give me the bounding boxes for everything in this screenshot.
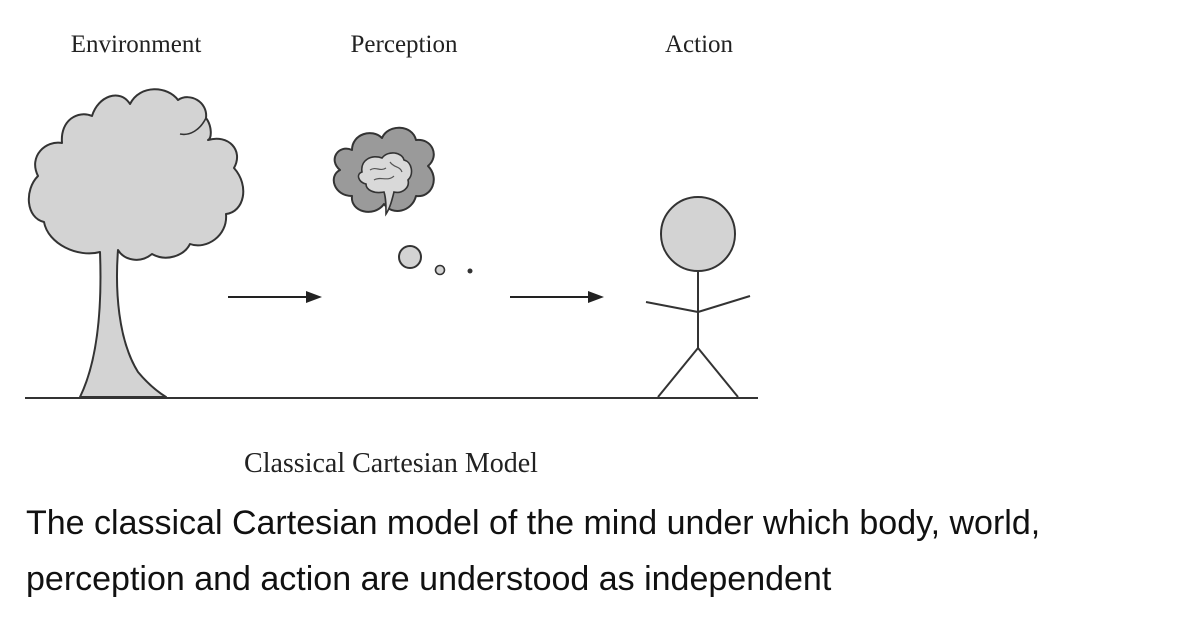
arrow-right-icon <box>510 291 604 303</box>
figure-left-leg <box>657 347 699 398</box>
diagram-canvas: Environment Perception Action <box>25 31 758 479</box>
diagram-title: Classical Cartesian Model <box>244 448 538 479</box>
thought-dot-medium <box>434 264 446 276</box>
tree-shape <box>27 88 245 398</box>
stick-figure-icon <box>645 196 751 398</box>
label-perception: Perception <box>351 31 458 58</box>
thought-dot-large <box>398 245 422 269</box>
figure-left-arm <box>645 301 699 313</box>
arrow-right-icon <box>228 291 322 303</box>
cartesian-model-diagram: Environment Perception Action <box>25 31 758 479</box>
label-action: Action <box>665 31 734 58</box>
caption-line-1: The classical Cartesian model of the min… <box>26 504 1041 542</box>
figure-head <box>660 196 736 272</box>
brain-icon <box>357 152 413 217</box>
thought-bubble-icon <box>332 126 473 276</box>
label-environment: Environment <box>71 31 202 58</box>
figure-right-arm <box>697 295 751 313</box>
tree-icon <box>27 88 245 398</box>
caption-line-2: perception and action are understood as … <box>26 560 832 598</box>
figure-caption: The classical Cartesian model of the min… <box>26 495 1176 607</box>
figure-right-leg <box>697 347 739 398</box>
thought-dot-small <box>467 268 473 274</box>
tree-detail-line <box>179 117 207 136</box>
